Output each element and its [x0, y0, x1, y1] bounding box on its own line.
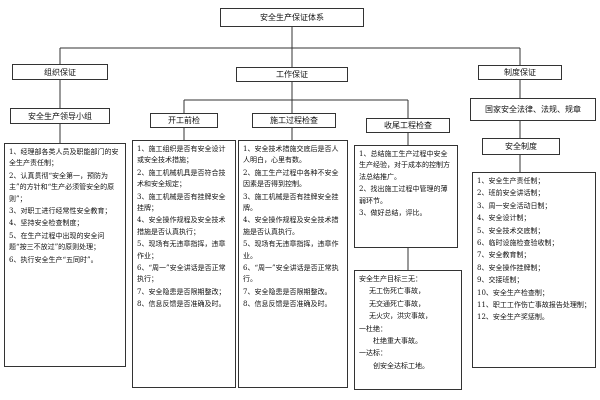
- closing-check-label: 收尾工程检查: [384, 121, 432, 130]
- pre-start-check-label: 开工前检: [168, 116, 200, 125]
- org-item: 4、坚持安全检查制度；: [9, 219, 84, 228]
- system-item: 4、安全设计制；: [477, 214, 531, 223]
- system-item: 12、安全生产奖惩制。: [477, 313, 549, 322]
- process-item: 4、安全操作规程及安全技术措施是否认真执行。: [243, 216, 339, 236]
- process-item: 3、施工机械是否有挂牌安全挂牌。: [243, 192, 339, 213]
- system-items-box: 1、安全生产责任制； 2、班前安全讲话制； 3、周一安全活动日制； 4、安全设计…: [472, 172, 596, 368]
- process-item: 7、安全隐患是否限期整改。: [243, 287, 332, 296]
- safety-goal-line: 无工伤死亡事故，: [369, 287, 425, 296]
- safety-goals-box: 安全生产目标三无： 无工伤死亡事故， 无交通死亡事故， 无火灾，洪灾事故， 一杜…: [354, 270, 462, 390]
- root-label: 安全生产保证体系: [260, 13, 324, 22]
- system-item: 9、交接班制；: [477, 276, 524, 285]
- work-guarantee-node: 工作保证: [236, 67, 348, 82]
- safety-goal-line: 无火灾，洪灾事故，: [369, 312, 432, 321]
- national-laws-node: 国家安全法律、法规、规章: [470, 98, 596, 121]
- pre-start-item: 3、施工机械是否有挂牌安全挂牌；: [137, 192, 226, 213]
- system-item: 2、班前安全讲话制；: [477, 189, 545, 198]
- safety-leading-group-label: 安全生产领导小组: [28, 111, 92, 121]
- closing-check-node: 收尾工程检查: [366, 118, 450, 133]
- process-items-box: 1、安全技术措施交底后是否人人明白，心里有数。 2、施工生产过程中各种不安全因素…: [238, 140, 348, 388]
- process-item: 6、“周一”安全讲话是否正常执行。: [243, 264, 339, 284]
- pre-start-items-box: 1、施工组织是否有安全设计或安全技术措施； 2、施工机械机具是否符合技术和安全规…: [132, 140, 236, 388]
- safety-goal-line: 一达标：: [359, 349, 387, 358]
- pre-start-item: 5、现场有无违章指挥，违章作业；: [137, 240, 226, 260]
- pre-start-item: 1、施工组织是否有安全设计或安全技术措施；: [137, 145, 226, 165]
- org-item: 1、经理部各类人员及职能部门的安全生产责任制；: [9, 148, 119, 168]
- org-item: 3、对职工进行经常性安全教育；: [9, 207, 112, 216]
- closing-items-box: 1、总结施工生产过程中安全生产经验，对于成本的控制方法总结推广。 2、找出施工过…: [354, 145, 458, 248]
- system-item: 1、安全生产责任制；: [477, 177, 545, 185]
- safety-system-node: 安全制度: [482, 138, 560, 155]
- pre-start-item: 7、安全隐患是否限期整改；: [137, 287, 226, 296]
- process-check-node: 施工过程检查: [252, 113, 336, 128]
- system-item: 7、安全教育制；: [477, 251, 531, 260]
- process-check-label: 施工过程检查: [270, 116, 318, 125]
- process-item: 5、现场有无违章指挥，违章作业。: [243, 240, 339, 260]
- system-item: 6、临时设施检查验收制；: [477, 239, 559, 248]
- org-guarantee-label: 组织保证: [44, 67, 76, 77]
- root-node: 安全生产保证体系: [220, 8, 364, 27]
- safety-goal-line: 无交通死亡事故，: [369, 299, 425, 308]
- safety-goals-title: 安全生产目标三无：: [359, 275, 422, 283]
- system-item: 10、安全生产检查制；: [477, 288, 549, 297]
- pre-start-item: 4、安全操作规程及安全技术措施是否认真执行；: [137, 216, 226, 236]
- system-item: 11、职工工作伤亡事故报告处理制；: [477, 301, 591, 310]
- safety-leading-group-node: 安全生产领导小组: [10, 108, 110, 124]
- process-item: 2、施工生产过程中各种不安全因素是否得到控制。: [243, 168, 339, 189]
- system-guarantee-node: 制度保证: [478, 65, 562, 80]
- safety-goal-line: 一杜绝：: [359, 324, 387, 333]
- system-guarantee-label: 制度保证: [504, 68, 536, 77]
- national-laws-label: 国家安全法律、法规、规章: [485, 105, 581, 114]
- pre-start-item: 6、“周一”安全讲话是否正常执行；: [137, 264, 226, 284]
- safety-goal-line: 创安全达标工地。: [373, 361, 429, 370]
- safety-goal-line: 杜绝重大事故。: [373, 337, 422, 346]
- work-guarantee-label: 工作保证: [276, 70, 308, 79]
- system-item: 8、安全操作挂牌制；: [477, 263, 545, 272]
- org-item: 2、认真贯彻“安全第一，预防为主”的方针和“生产必须管安全的原则”；: [9, 171, 115, 203]
- org-item: 6、执行安全生产“五同时”。: [9, 255, 98, 264]
- closing-item: 2、找出施工过程中管理的薄弱环节。: [359, 185, 448, 205]
- closing-item: 1、总结施工生产过程中安全生产经验，对于成本的控制方法总结推广。: [359, 150, 450, 181]
- system-item: 3、周一安全活动日制；: [477, 201, 552, 210]
- safety-system-label: 安全制度: [505, 142, 537, 151]
- process-item: 1、安全技术措施交底后是否人人明白，心里有数。: [243, 145, 339, 165]
- process-item: 8、信息反馈是否准确及时。: [243, 300, 332, 309]
- pre-start-check-node: 开工前检: [150, 113, 218, 128]
- org-items-box: 1、经理部各类人员及职能部门的安全生产责任制； 2、认真贯彻“安全第一，预防为主…: [4, 143, 126, 367]
- pre-start-item: 2、施工机械机具是否符合技术和安全规定；: [137, 168, 226, 189]
- org-item: 5、在生产过程中出现的安全问题“按三不放过”的原则处理；: [9, 231, 105, 252]
- closing-item: 3、做好总结，评比。: [359, 209, 427, 218]
- org-guarantee-node: 组织保证: [12, 64, 108, 80]
- pre-start-item: 8、信息反馈是否准确及时。: [137, 300, 226, 309]
- system-item: 5、安全技术交底制；: [477, 226, 545, 235]
